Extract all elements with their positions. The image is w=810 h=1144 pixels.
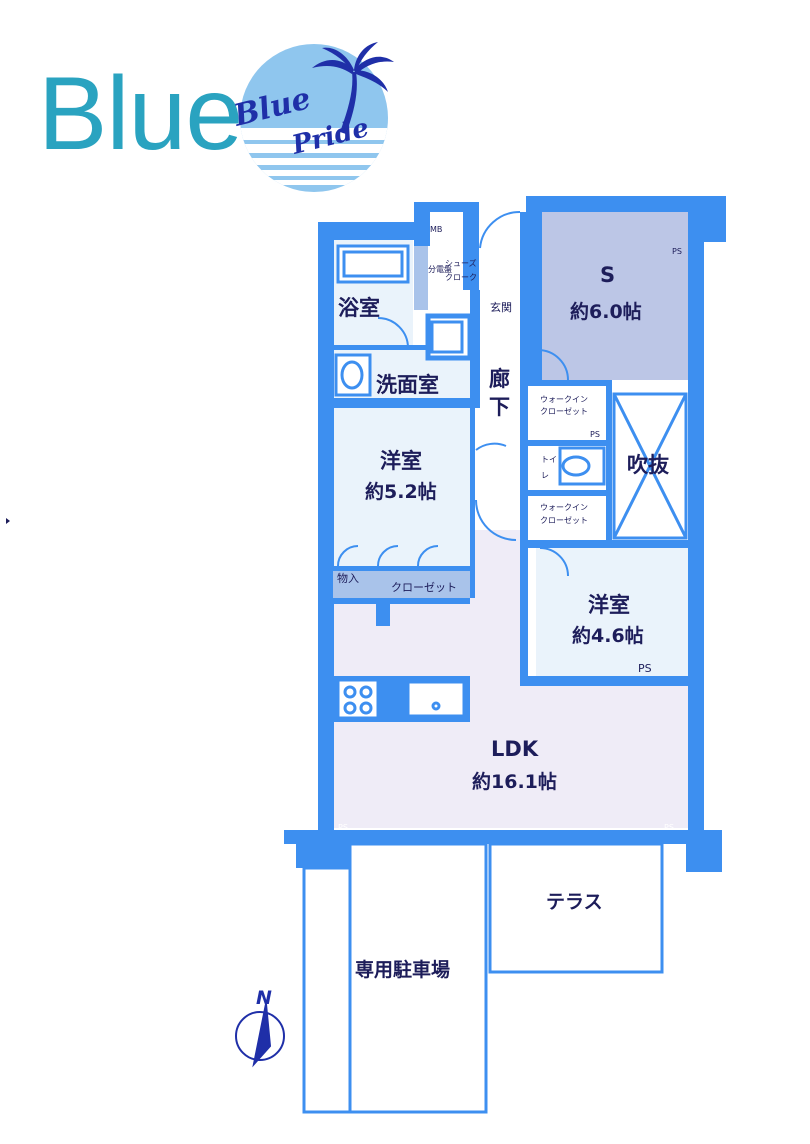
label-shoes-closet-2: クローク xyxy=(445,273,477,282)
outer-walls xyxy=(284,196,726,872)
label-walkin-a-2: クローゼット xyxy=(540,406,588,416)
label-bath: 浴室 xyxy=(338,296,380,320)
label-north: N xyxy=(256,987,272,1009)
label-s-room-size: 約6.0帖 xyxy=(570,300,642,323)
exterior xyxy=(302,842,664,1114)
label-walkin-a-1: ウォークイン xyxy=(540,395,588,404)
label-western-b: 洋室 xyxy=(588,593,630,617)
label-ps-2: PS xyxy=(590,430,600,439)
label-western-a: 洋室 xyxy=(380,449,422,473)
north-compass-icon xyxy=(235,1003,285,1068)
label-mb: MB xyxy=(430,225,442,234)
blue-pride-logo: Blue Pride xyxy=(229,42,394,192)
label-terrace: テラス xyxy=(546,891,603,913)
palm-tree-icon xyxy=(312,42,394,134)
label-walkin-b-2: クローゼット xyxy=(540,515,588,525)
label-walkin-b-1: ウォークイン xyxy=(540,503,588,512)
label-ps-1: PS xyxy=(672,247,682,256)
logo-circle xyxy=(240,44,388,192)
label-hallway-1: 廊 xyxy=(489,367,510,391)
label-ldk: LDK xyxy=(491,737,539,761)
label-toilet-1: トイ xyxy=(541,455,557,464)
label-ps-4: PS xyxy=(338,823,348,832)
logo-wordmark: Blue xyxy=(38,56,243,172)
label-atrium: 吹抜 xyxy=(627,453,670,477)
label-ps-5: PS xyxy=(664,823,674,832)
label-s-room: S xyxy=(600,263,615,287)
fixtures xyxy=(334,244,606,720)
label-washroom: 洗面室 xyxy=(376,373,439,397)
label-ldk-size: 約16.1帖 xyxy=(472,770,557,793)
label-hallway-2: 下 xyxy=(489,395,510,419)
room-fills xyxy=(333,212,690,828)
label-entrance: 玄関 xyxy=(490,300,512,314)
label-shoes-closet-1: シューズ xyxy=(445,258,477,268)
label-meter: 分電盤 xyxy=(428,264,452,274)
label-western-a-size: 約5.2帖 xyxy=(365,480,437,503)
label-parking: 専用駐車場 xyxy=(355,958,450,981)
label-ps-3: PS xyxy=(638,662,652,675)
label-closet-small: 物入 xyxy=(337,571,359,585)
atrium-cross xyxy=(612,392,688,540)
label-closet: クローゼット xyxy=(391,581,457,594)
label-western-b-size: 約4.6帖 xyxy=(572,624,644,647)
label-toilet-2: レ xyxy=(541,471,549,480)
